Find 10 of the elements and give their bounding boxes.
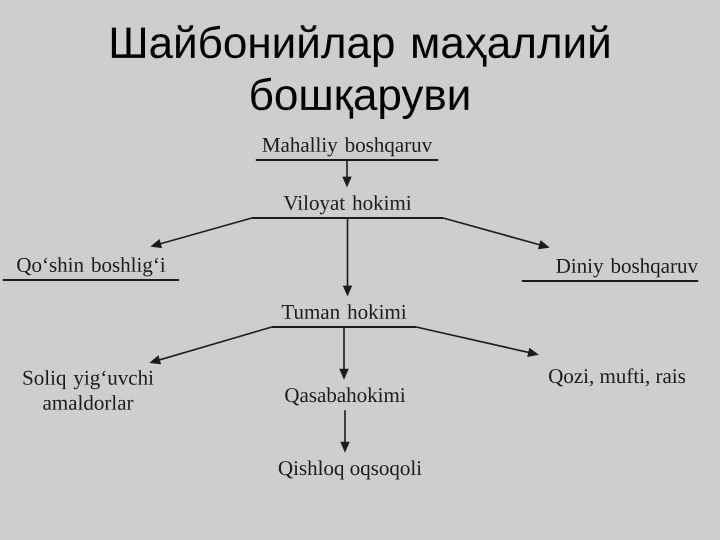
- underlined-label: Qo‘shin boshlig‘i: [2, 257, 180, 281]
- text-label: Qasabahokimi: [285, 387, 406, 406]
- text-label: Soliq yig‘uvchi amaldorlar: [24, 370, 154, 410]
- underlined-label: Viloyat hokimi: [252, 195, 444, 219]
- underlined-label: Diniy boshqaruv: [522, 258, 698, 282]
- slide-title: Шайбонийлар маҳаллий бошқаруви: [112, 25, 609, 119]
- underlined-label: Mahalliy boshqaruv: [256, 137, 438, 161]
- underlined-label: Tuman hokimi: [272, 304, 416, 328]
- text-label: Qishloq oqsoqoli: [278, 460, 422, 480]
- text-label: Qozi, mufti, rais: [549, 368, 686, 386]
